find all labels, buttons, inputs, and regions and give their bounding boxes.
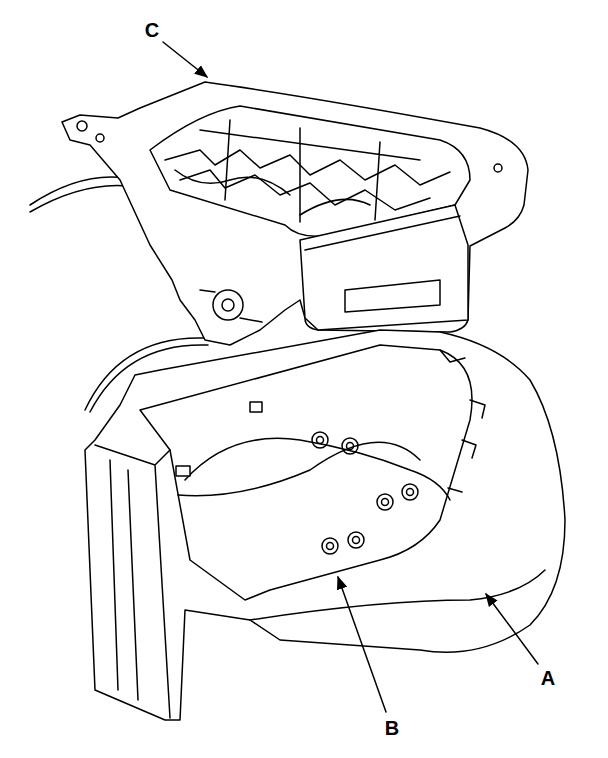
seat-cushion bbox=[85, 330, 565, 720]
motor-shaft bbox=[222, 299, 234, 311]
part-label: B bbox=[383, 718, 401, 738]
mount-hole bbox=[312, 432, 328, 448]
mount-hole bbox=[348, 532, 364, 548]
cushion-well bbox=[140, 345, 472, 600]
part-label: C bbox=[143, 20, 161, 40]
leader-line bbox=[163, 42, 207, 77]
bolt-hole bbox=[494, 164, 502, 172]
seat-frame bbox=[62, 82, 528, 345]
mount-hole bbox=[322, 538, 338, 554]
bolt-hole bbox=[77, 121, 87, 131]
skirt-recess bbox=[345, 280, 440, 312]
harness bbox=[178, 442, 420, 495]
skirt-edge bbox=[305, 216, 460, 250]
mount-hole bbox=[347, 443, 354, 450]
mount-hole bbox=[342, 438, 358, 454]
side-panel bbox=[95, 445, 170, 718]
wire bbox=[30, 186, 128, 212]
cushion-notch bbox=[440, 350, 485, 492]
leader-line bbox=[486, 594, 538, 664]
cushion-seam bbox=[250, 570, 545, 620]
motor-mount bbox=[200, 290, 262, 322]
part-label: A bbox=[539, 668, 557, 688]
spring bbox=[180, 170, 430, 210]
frame-wire bbox=[200, 120, 420, 222]
leader-line bbox=[338, 577, 386, 712]
mount-hole bbox=[377, 494, 393, 510]
mount-hole bbox=[353, 537, 360, 544]
harness bbox=[175, 170, 370, 215]
connector bbox=[250, 402, 262, 412]
mount-hole bbox=[382, 499, 389, 506]
motor bbox=[213, 290, 243, 320]
mount-hole bbox=[317, 437, 324, 444]
connector bbox=[176, 466, 190, 476]
mount-hole bbox=[407, 489, 414, 496]
front-skirt bbox=[300, 205, 468, 330]
mount-hole bbox=[327, 543, 334, 550]
bolt-hole bbox=[96, 134, 104, 142]
mount-hole bbox=[402, 484, 418, 500]
spring bbox=[165, 150, 450, 185]
